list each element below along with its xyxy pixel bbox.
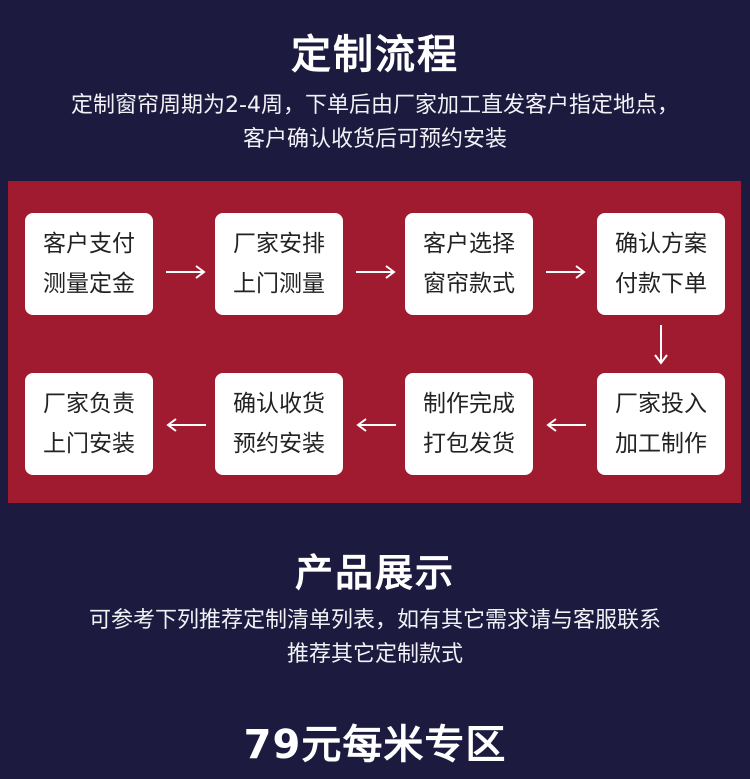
products-description-line: 可参考下列推荐定制清单列表，如有其它需求请与客服联系 xyxy=(88,608,661,633)
arrow-down-icon xyxy=(654,325,668,365)
step-label: 预约安装 xyxy=(233,431,325,457)
step-card-7: 确认收货 预约安装 xyxy=(215,373,343,475)
products-description: 可参考下列推荐定制清单列表，如有其它需求请与客服联系 推荐其它定制款式 xyxy=(0,604,750,672)
step-label: 付款下单 xyxy=(615,271,707,297)
arrow-left-icon xyxy=(166,418,206,432)
process-description-line: 客户确认收货后可预约安装 xyxy=(242,127,507,152)
process-flow-panel: 客户支付 测量定金 厂家安排 上门测量 客户选择 窗帘款式 确认方案 付款下单 … xyxy=(8,181,741,503)
process-title: 定制流程 xyxy=(291,32,459,78)
step-label: 打包发货 xyxy=(423,431,515,457)
step-card-2: 厂家安排 上门测量 xyxy=(215,213,343,315)
arrow-right-icon xyxy=(546,265,586,279)
step-label: 客户支付 xyxy=(43,231,135,257)
step-label: 上门测量 xyxy=(233,271,325,297)
step-card-8: 厂家负责 上门安装 xyxy=(25,373,153,475)
step-label: 窗帘款式 xyxy=(423,271,515,297)
process-description: 定制窗帘周期为2-4周，下单后由厂家加工直发客户指定地点， 客户确认收货后可预约… xyxy=(0,89,750,157)
step-card-1: 客户支付 测量定金 xyxy=(25,213,153,315)
arrow-left-icon xyxy=(546,418,586,432)
step-card-3: 客户选择 窗帘款式 xyxy=(405,213,533,315)
step-label: 确认方案 xyxy=(615,231,707,257)
step-card-5: 厂家投入 加工制作 xyxy=(597,373,725,475)
step-label: 厂家安排 xyxy=(233,231,325,257)
step-label: 加工制作 xyxy=(615,431,707,457)
step-label: 厂家投入 xyxy=(615,391,707,417)
arrow-right-icon xyxy=(356,265,396,279)
step-label: 客户选择 xyxy=(423,231,515,257)
arrow-right-icon xyxy=(166,265,206,279)
products-title: 产品展示 xyxy=(294,551,455,595)
arrow-left-icon xyxy=(356,418,396,432)
step-label: 厂家负责 xyxy=(43,391,135,417)
price-zone-title: 79元每米专区 xyxy=(243,722,507,768)
step-label: 制作完成 xyxy=(423,391,515,417)
step-label: 上门安装 xyxy=(43,431,135,457)
step-card-6: 制作完成 打包发货 xyxy=(405,373,533,475)
products-description-line: 推荐其它定制款式 xyxy=(286,642,463,667)
step-card-4: 确认方案 付款下单 xyxy=(597,213,725,315)
step-label: 测量定金 xyxy=(43,271,135,297)
step-label: 确认收货 xyxy=(233,391,325,417)
process-description-line: 定制窗帘周期为2-4周，下单后由厂家加工直发客户指定地点， xyxy=(71,93,679,118)
